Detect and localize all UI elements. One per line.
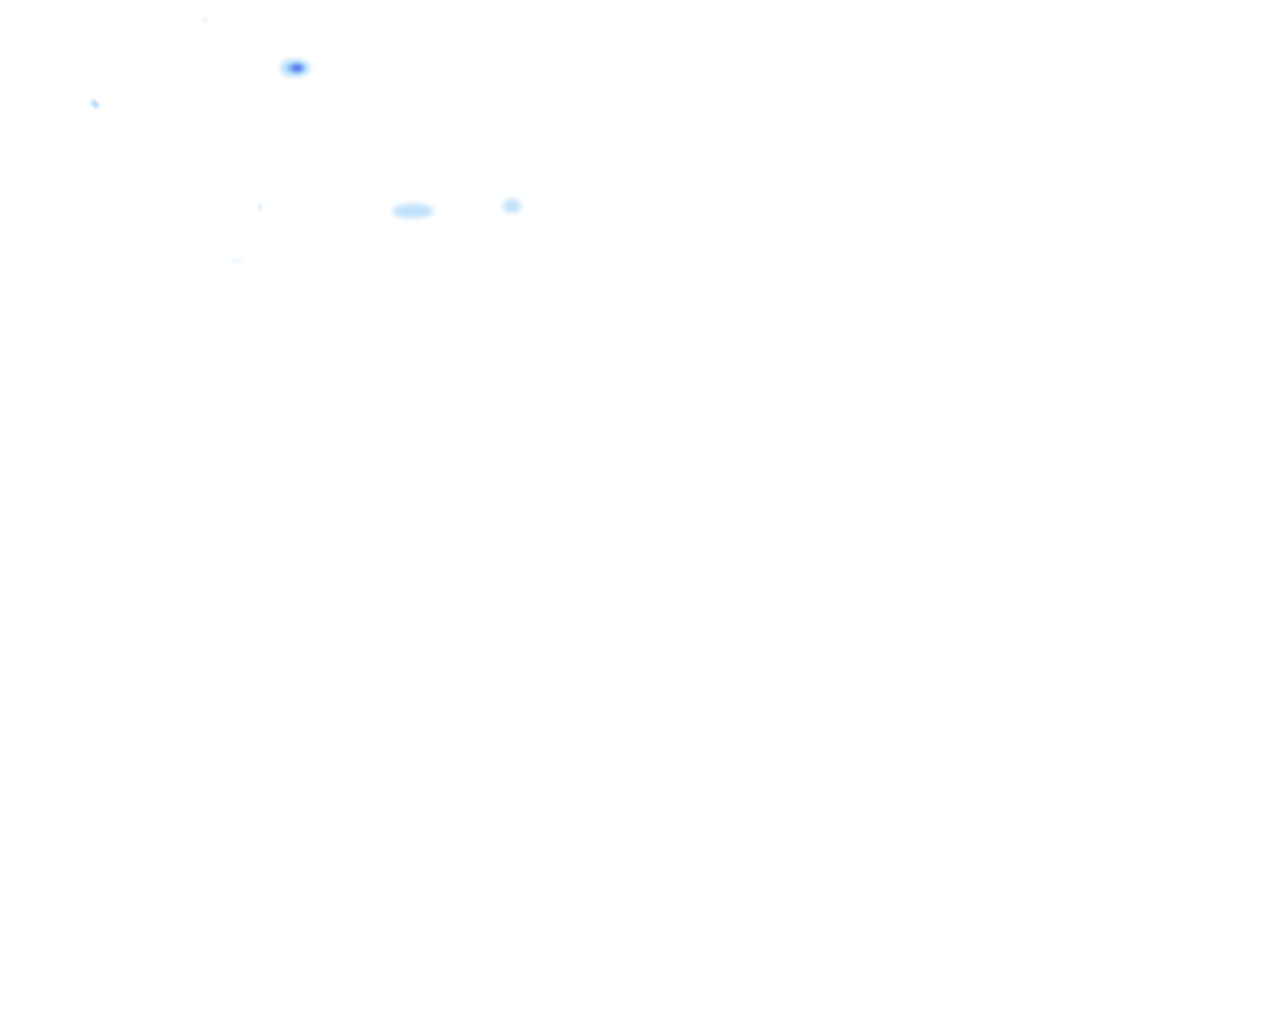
precip-cell <box>392 204 434 218</box>
precipitation-layer <box>91 17 521 263</box>
precip-cell <box>258 203 262 211</box>
precip-cell <box>231 259 243 263</box>
precip-cell <box>91 99 99 109</box>
precip-cell-heavy <box>280 59 310 77</box>
precip-cell <box>203 17 207 23</box>
precip-cell <box>503 199 521 213</box>
